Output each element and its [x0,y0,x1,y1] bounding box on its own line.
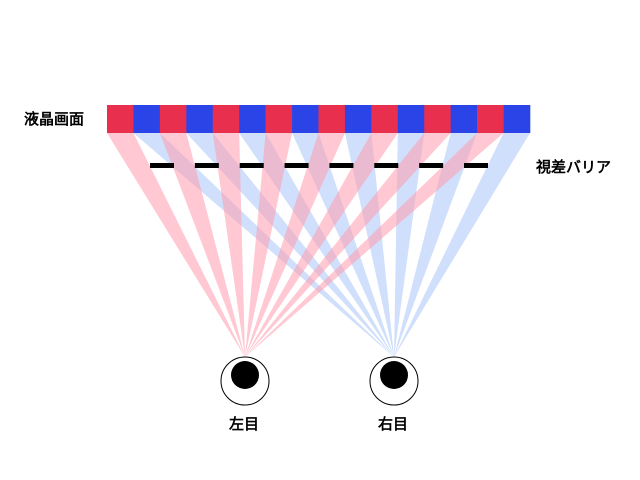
lcd-pixel-blue-15 [503,105,531,133]
light-rays [107,133,530,357]
lcd-pixel-blue-3 [186,105,214,133]
left-eye [220,356,270,406]
left-eye-ray-14 [245,133,504,357]
lcd-pixel-red-12 [424,105,451,133]
left-pupil [231,361,259,389]
lcd-screen-label: 液晶画面 [24,110,85,128]
right-eye-ray-11 [394,133,425,357]
barrier-segment-5 [374,163,399,168]
left-eye-ray-4 [212,133,245,357]
left-eye-ray-2 [159,133,245,357]
left-eye-ray-10 [245,133,398,357]
lcd-pixel-blue-9 [344,105,372,133]
barrier-segment-4 [329,163,354,168]
lcd-pixel-blue-7 [292,105,319,133]
lcd-pixel-blue-13 [450,105,478,133]
left-eye-ray-12 [245,133,451,357]
left-eye-ray-0 [107,133,245,357]
left-eye-ray-6 [245,133,293,357]
parallax-barrier [150,163,488,168]
lcd-pixel-red-2 [159,105,187,133]
barrier-segment-2 [239,163,264,168]
barrier-segment-6 [419,163,444,168]
lcd-pixel-blue-5 [239,105,266,133]
left-eye-label: 左目 [229,415,260,433]
right-pupil [380,361,408,389]
lcd-pixel-blue-11 [397,105,425,133]
lcd-pixel-blue-1 [133,105,161,133]
lcd-pixel-red-10 [371,105,399,133]
right-eye-ray-15 [394,133,530,357]
barrier-segment-7 [464,163,488,168]
barrier-segment-3 [284,163,309,168]
lcd-pixel-red-4 [212,105,240,133]
lcd-pixel-red-0 [107,105,134,133]
right-eye-label: 右目 [378,415,409,433]
lcd-pixel-red-14 [477,105,504,133]
right-eye [369,356,419,406]
lcd-pixel-red-6 [265,105,293,133]
parallax-barrier-label: 視差バリア [536,158,612,176]
right-eye-ray-13 [394,133,478,357]
lcd-screen [107,105,531,133]
barrier-segment-0 [150,163,174,168]
eyes [220,356,419,406]
lcd-pixel-red-8 [318,105,346,133]
barrier-segment-1 [194,163,219,168]
left-eye-ray-8 [245,133,345,357]
